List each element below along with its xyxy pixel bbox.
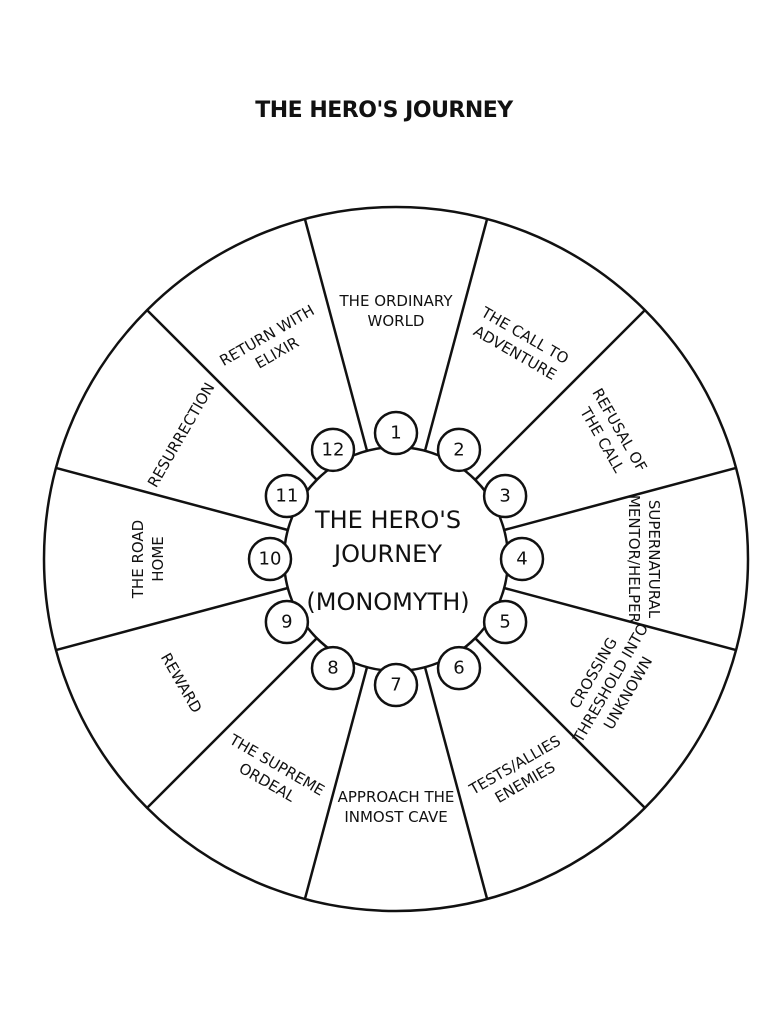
stage-label-line: APPROACH THE (338, 788, 455, 806)
stage-number-circle (310, 427, 356, 473)
stage-number-circle (436, 645, 482, 691)
stage-label: THE ORDINARY WORLD (339, 292, 454, 330)
stage-number-circle (436, 427, 482, 473)
segment-divider (423, 666, 489, 900)
stage-number: 7 (390, 675, 401, 696)
segment-divider (474, 309, 646, 481)
center-title-line-2: JOURNEY (332, 540, 442, 568)
stage-number: 10 (259, 549, 282, 570)
stage-label-line: HOME (149, 536, 167, 582)
stage-number-badge: 8 (310, 645, 356, 691)
stage-number-circle (264, 599, 310, 645)
stage-number-circle (247, 536, 293, 582)
segment-divider (303, 666, 369, 900)
stage-number-badge: 6 (436, 645, 482, 691)
stage-number-badge: 12 (310, 427, 356, 473)
center-title-line-3: (MONOMYTH) (306, 588, 469, 616)
segment-divider (146, 637, 318, 809)
segment-divider (474, 637, 646, 809)
stage-number-badge: 7 (373, 662, 419, 708)
stage-number-badge: 3 (482, 473, 528, 519)
stage-label: APPROACH THE INMOST CAVE (338, 788, 455, 826)
stage-number-badge: 2 (436, 427, 482, 473)
stage-number-circle (482, 473, 528, 519)
stage-number-badge: 11 (264, 473, 310, 519)
stage-number: 8 (327, 658, 338, 679)
segment-divider (503, 466, 737, 532)
stage-number: 11 (275, 486, 298, 507)
stage-number-badge: 9 (264, 599, 310, 645)
stage-number-circle (373, 410, 419, 456)
stage-label-line: SUPERNATURAL (645, 500, 663, 619)
segment-divider (55, 586, 289, 652)
stage-label-line: THE ROAD (129, 520, 147, 599)
segment-divider (146, 309, 318, 481)
segment-divider (423, 218, 489, 452)
stage-number: 2 (453, 439, 464, 460)
stage-number-badge: 4 (499, 536, 545, 582)
stage-number: 12 (322, 439, 345, 460)
segment-dividers (55, 218, 737, 900)
segment-divider (55, 466, 289, 532)
stage-number-circle (310, 645, 356, 691)
stage-number-badge: 1 (373, 410, 419, 456)
stage-number: 4 (516, 549, 527, 570)
stage-number-badge: 10 (247, 536, 293, 582)
stage-number-circle (499, 536, 545, 582)
segment-divider (503, 586, 737, 652)
page-title: THE HERO'S JOURNEY (255, 98, 513, 123)
stage-number: 3 (499, 486, 510, 507)
stage-number: 5 (499, 612, 510, 633)
stage-label-line: WORLD (368, 312, 425, 330)
stage-number: 6 (453, 658, 464, 679)
center-title: THE HERO'S JOURNEY (MONOMYTH) (306, 506, 469, 616)
stage-number-circle (264, 473, 310, 519)
segment-divider (303, 218, 369, 452)
stage-number-circle (482, 599, 528, 645)
stage-number: 9 (281, 612, 292, 633)
stage-label-line: INMOST CAVE (344, 808, 447, 826)
stage-number-badge: 5 (482, 599, 528, 645)
stage-label-line: MENTOR/HELPER (625, 495, 643, 623)
center-title-line-1: THE HERO'S (314, 506, 461, 534)
stage-number-circle (373, 662, 419, 708)
stage-label-line: THE ORDINARY (339, 292, 454, 310)
stage-number: 1 (390, 423, 401, 444)
